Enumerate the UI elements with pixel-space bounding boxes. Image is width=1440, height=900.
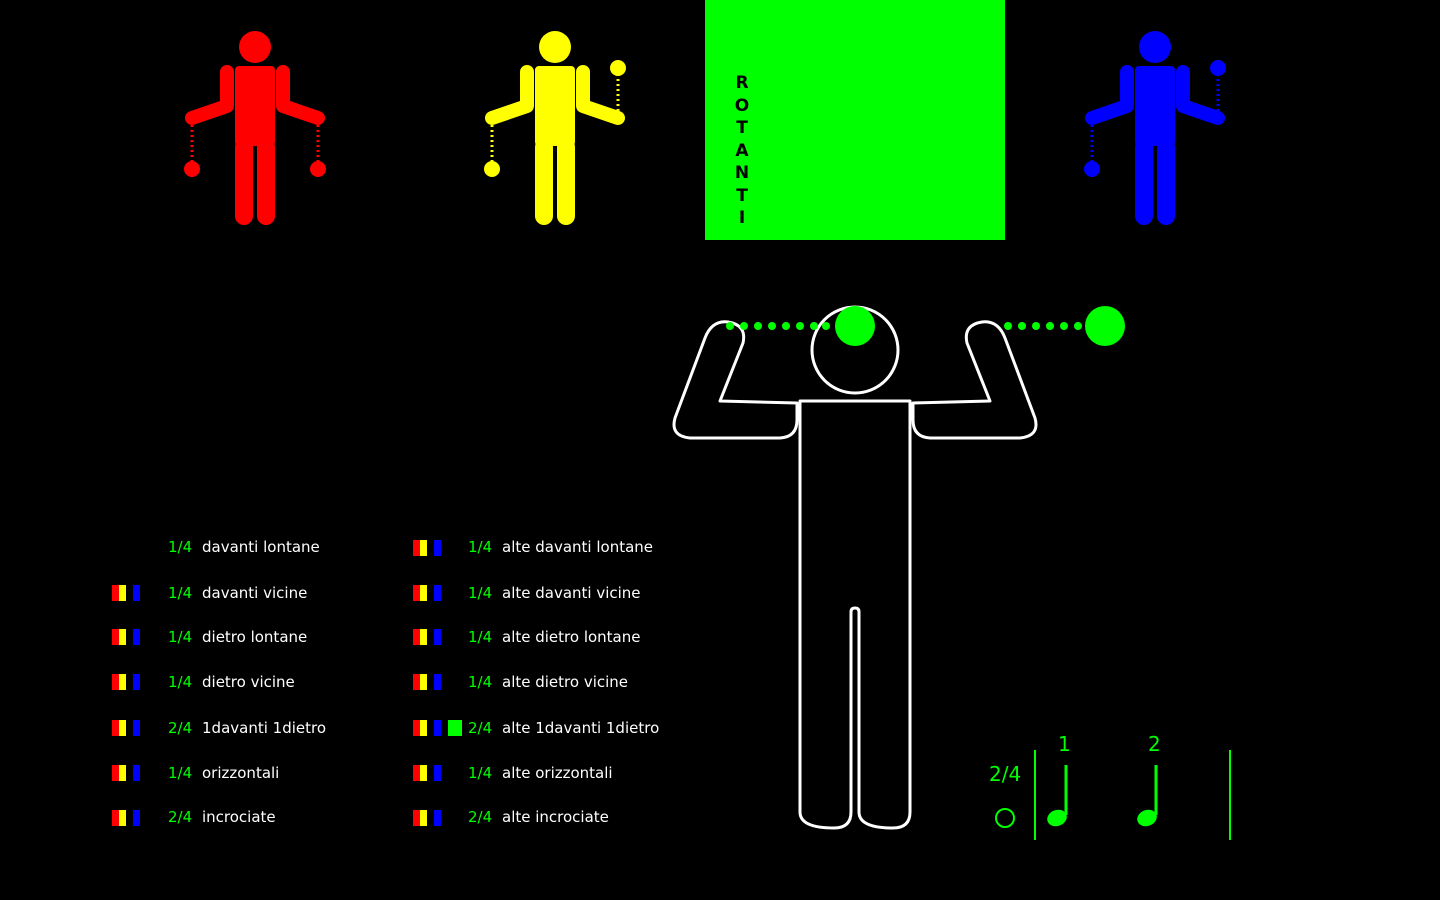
pattern-fraction: 1/4 [168,584,193,602]
juggler-color-swatches [413,810,441,826]
pattern-fraction: 1/4 [168,764,193,782]
juggler-color-swatches [413,629,441,645]
time-signature: 2/4 [989,762,1022,786]
pattern-fraction: 1/4 [468,764,493,782]
pattern-fraction: 2/4 [168,719,193,737]
quarter-note-icon [1137,809,1157,827]
pattern-fraction: 2/4 [468,808,493,826]
pattern-fraction: 2/4 [468,719,493,737]
juggler-color-swatches [413,765,441,781]
pattern-fraction: 2/4 [168,808,193,826]
pattern-fraction: 1/4 [468,628,493,646]
pattern-label: alte davanti lontane [502,538,654,556]
pattern-label: davanti vicine [202,584,308,602]
juggler-color-swatches [112,810,140,826]
pattern-label: alte orizzontali [502,764,613,782]
title-panel [705,0,1005,240]
quarter-note-icon [1047,809,1067,827]
pattern-label: alte 1davanti 1dietro [502,719,660,737]
juggler-color-swatches [112,765,140,781]
juggler-color-swatches [413,674,441,690]
pattern-fraction: 1/4 [168,538,193,556]
juggler-color-swatches [112,720,140,736]
pattern-label: dietro lontane [202,628,308,646]
pattern-label: alte incrociate [502,808,609,826]
staff-icon [995,750,1231,840]
pattern-label: alte davanti vicine [502,584,641,602]
panel-title: R O T A N T I [733,72,751,230]
pattern-label: alte dietro vicine [502,673,629,691]
panel-letter: T [736,118,748,138]
panel-letter: A [735,140,749,161]
juggler-color-swatches [112,674,140,690]
juggler-color-swatches [112,629,140,645]
pattern-label: 1davanti 1dietro [202,719,327,737]
yellow-figure-icon [484,31,626,225]
red-figure-icon [184,31,326,225]
pattern-label: incrociate [202,808,276,826]
beat-number: 1 [1058,732,1071,756]
panel-letter: O [734,95,750,116]
pattern-fraction: 1/4 [468,584,493,602]
pattern-label: davanti lontane [202,538,320,556]
pattern-fraction: 1/4 [468,673,493,691]
pattern-fraction: 1/4 [468,538,493,556]
juggler-color-swatches [112,585,140,601]
pattern-fraction: 1/4 [168,628,193,646]
rest-circle-icon [995,808,1015,828]
juggler-color-swatches [413,585,441,601]
beat-number: 2 [1148,732,1161,756]
pattern-label: alte dietro lontane [502,628,641,646]
blue-figure-icon [1084,31,1226,225]
panel-letter: I [738,208,746,228]
panel-letter: R [735,73,749,93]
pattern-label: dietro vicine [202,673,295,691]
main-figure-icon [672,305,1125,830]
pattern-label: orizzontali [202,764,280,782]
juggler-color-swatches [413,720,462,736]
pattern-fraction: 1/4 [168,673,193,691]
juggler-color-swatches [413,540,441,556]
panel-letter: N [734,163,750,183]
panel-letter: T [736,185,748,206]
